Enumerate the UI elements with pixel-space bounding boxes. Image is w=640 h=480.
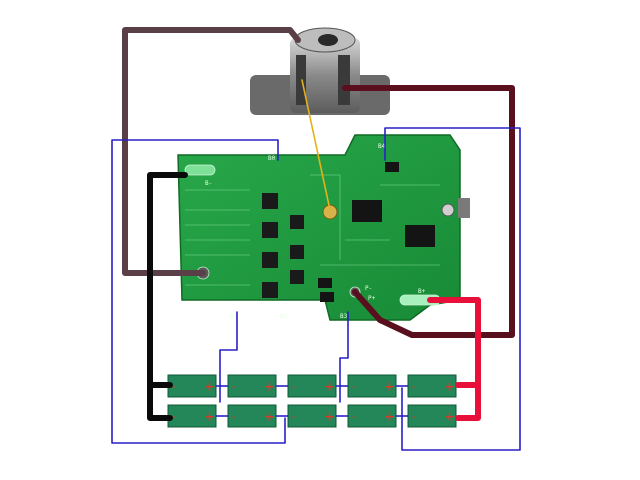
cell-negative-marker: -	[232, 380, 236, 393]
cell-negative-marker: -	[172, 410, 176, 423]
wires	[111, 27, 521, 451]
ic-chip-icon	[352, 200, 382, 222]
cell-positive-marker: +	[324, 380, 335, 395]
ic-chips	[318, 162, 455, 302]
label-b1: B1	[230, 313, 238, 320]
pad-b-minus	[184, 164, 216, 176]
cell-positive-marker: +	[444, 410, 455, 425]
battery-cell-icon: -+	[407, 404, 457, 428]
cell-positive-marker: +	[384, 410, 395, 425]
mosfet-chip-icon	[262, 193, 278, 209]
crystal-component	[322, 204, 338, 220]
cell-positive-marker: +	[324, 410, 335, 425]
cell-positive-marker: +	[264, 380, 275, 395]
button-component	[441, 203, 455, 217]
label-b4: B4	[378, 143, 386, 150]
pcb-traces	[185, 174, 440, 286]
cell-positive-marker: +	[204, 410, 215, 425]
cell-negative-marker: -	[412, 410, 416, 423]
wire-black	[147, 172, 188, 421]
wire-yellow	[301, 79, 331, 211]
wire-maroon-top	[342, 85, 515, 338]
wire-red	[427, 297, 481, 421]
label-p-plus: P+	[368, 295, 376, 302]
label-b2: B2	[280, 313, 288, 320]
battery-cell-icon: -+	[347, 404, 397, 428]
battery-cell-icon: -+	[287, 404, 337, 428]
cell-negative-marker: -	[232, 410, 236, 423]
cell-negative-marker: -	[292, 380, 296, 393]
label-b0: B0	[268, 155, 276, 162]
ic-chip-icon	[318, 278, 332, 288]
cell-positive-marker: +	[264, 410, 275, 425]
battery-cell-icon: -+	[347, 374, 397, 398]
mosfet-chip-icon	[262, 222, 278, 238]
ic-chip-icon	[320, 292, 334, 302]
battery-cell-icon: -+	[287, 374, 337, 398]
mosfet-chip-icon	[290, 270, 304, 284]
battery-cell-icon: -+	[227, 374, 277, 398]
mosfet-chip-icon	[290, 215, 304, 229]
cell-positive-marker: +	[444, 380, 455, 395]
cell-negative-marker: -	[172, 380, 176, 393]
charger-terminal	[250, 27, 390, 115]
battery-cell-icon: -+	[227, 404, 277, 428]
wire-blue-right	[384, 127, 521, 451]
mosfet-column	[262, 193, 304, 298]
cell-negative-marker: -	[412, 380, 416, 393]
bms-pcb: B- B0 B4 B1 B2 B3 P- P+ B+	[177, 134, 470, 321]
cell-positive-marker: +	[204, 380, 215, 395]
wire-blue-left	[111, 139, 286, 444]
terminal-slot-right	[338, 55, 350, 105]
label-p-minus: P-	[365, 285, 372, 292]
cell-positive-marker: +	[384, 380, 395, 395]
mosfet-chip-icon	[262, 252, 278, 268]
wire-blue-b3	[339, 311, 349, 403]
wire-blue-b1	[219, 311, 238, 403]
battery-cell-icon: -+	[407, 374, 457, 398]
battery-cell-icon: -+	[167, 374, 217, 398]
cell-negative-marker: -	[352, 410, 356, 423]
pcb-side-notch	[458, 198, 470, 218]
mosfet-chip-icon	[262, 282, 278, 298]
label-b-plus: B+	[418, 288, 426, 295]
terminal-hole	[318, 34, 338, 46]
ic-chip-icon	[405, 225, 435, 247]
battery-pack: -+-+-+-+-+-+-+-+-+-+	[167, 374, 457, 428]
label-b3: B3	[340, 313, 348, 320]
label-b-minus: B-	[205, 180, 212, 187]
ic-chip-icon	[385, 162, 399, 172]
terminal-slot-left	[296, 55, 306, 105]
cell-negative-marker: -	[352, 380, 356, 393]
mosfet-chip-icon	[290, 245, 304, 259]
battery-cell-icon: -+	[167, 404, 217, 428]
cell-negative-marker: -	[292, 410, 296, 423]
